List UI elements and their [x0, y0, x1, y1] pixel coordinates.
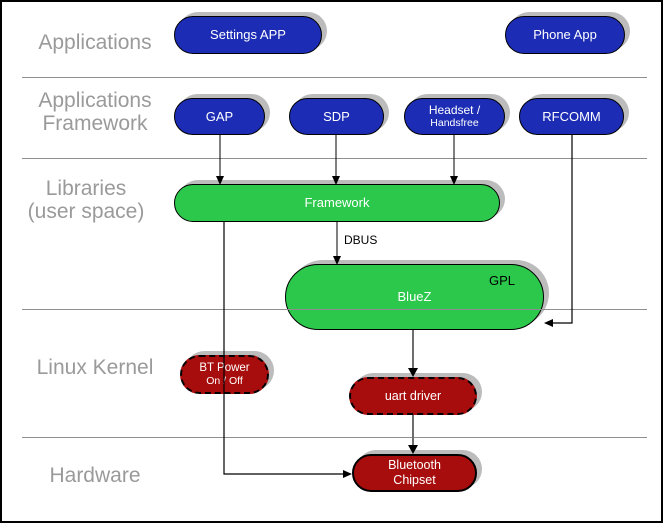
edge-label-dbus: DBUS: [344, 233, 378, 247]
node-headset-line1: Headset /: [428, 102, 481, 117]
separator-applications: [22, 77, 647, 78]
layer-label-libraries: Libraries (user space): [7, 177, 165, 223]
layer-label-applications-framework-line1: Applications: [38, 89, 152, 112]
node-bluetooth-chipset: Bluetooth Chipset: [352, 454, 477, 492]
layer-label-applications-framework: Applications Framework: [20, 89, 170, 135]
layer-label-applications-framework-line2: Framework: [42, 112, 148, 135]
layer-label-libraries-line2: (user space): [27, 200, 145, 223]
separator-libraries-kernel: [22, 309, 647, 310]
separator-hardware: [22, 437, 647, 438]
node-headset-line2: Handsfree: [430, 116, 479, 129]
node-framework: Framework: [174, 184, 500, 222]
separator-app-framework: [22, 158, 647, 159]
layer-label-hardware: Hardware: [49, 464, 141, 487]
node-bt-power-line1: BT Power: [199, 361, 250, 374]
node-gap: GAP: [174, 98, 265, 135]
node-headset-handsfree: Headset / Handsfree: [404, 98, 505, 135]
node-bluetooth-chipset-line1: Bluetooth: [388, 458, 441, 472]
node-sdp: SDP: [289, 98, 384, 135]
node-phone-app: Phone App: [505, 16, 625, 54]
layer-label-linux-kernel: Linux Kernel: [36, 356, 154, 379]
layer-label-applications: Applications: [38, 31, 152, 54]
node-settings-app: Settings APP: [174, 16, 322, 54]
node-rfcomm: RFCOMM: [519, 98, 624, 135]
layer-label-libraries-line1: Libraries: [45, 177, 127, 200]
node-bt-power-line2: On / Off: [206, 374, 243, 387]
node-bluez-label: BlueZ: [397, 289, 432, 304]
node-bluez: BlueZ GPL: [285, 264, 544, 330]
gpl-license-badge: GPL: [488, 273, 515, 288]
node-uart-driver: uart driver: [349, 377, 477, 415]
node-bluetooth-chipset-line2: Chipset: [393, 473, 436, 487]
node-bt-power: BT Power On / Off: [180, 355, 269, 394]
